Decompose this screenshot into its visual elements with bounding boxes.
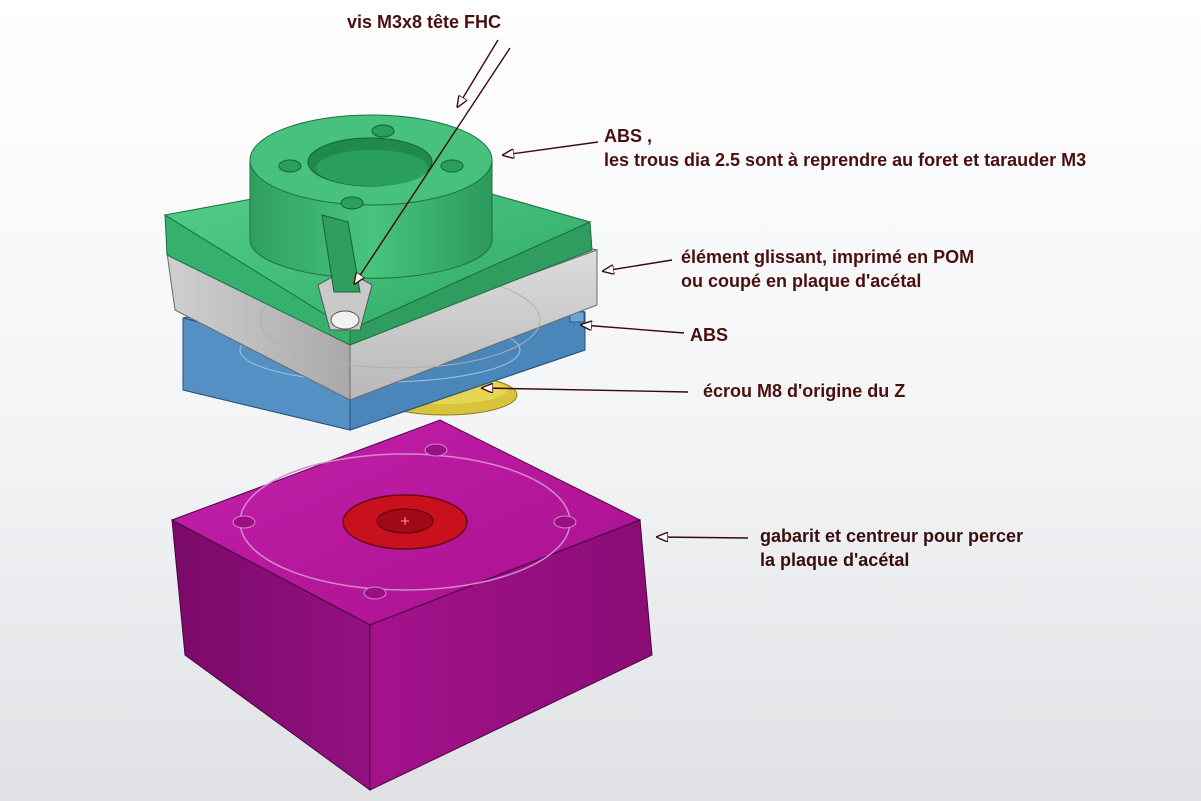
arrow-screw-b xyxy=(355,47,511,283)
label-jig-line2: la plaque d'acétal xyxy=(760,550,910,570)
arrow-screw-a xyxy=(458,39,499,106)
label-screw: vis M3x8 tête FHC xyxy=(347,12,502,32)
jig-center-boss xyxy=(342,494,468,550)
label-jig-line1: gabarit et centreur pour percer xyxy=(760,526,1024,546)
arrow-jig xyxy=(658,537,749,538)
arrow-slider xyxy=(604,259,673,271)
label-abs-top-title: ABS , xyxy=(604,126,653,146)
label-slider-line2: ou coupé en plaque d'acétal xyxy=(681,271,922,291)
label-nut: écrou M8 d'origine du Z xyxy=(703,381,906,401)
arrow-abs-top xyxy=(504,141,599,155)
callout-arrows xyxy=(355,39,749,538)
label-abs-bottom: ABS xyxy=(690,325,729,345)
label-slider-line1: élément glissant, imprimé en POM xyxy=(681,247,975,267)
drilling-jig xyxy=(170,419,653,791)
label-abs-top-note: les trous dia 2.5 sont à reprendre au fo… xyxy=(604,150,1087,170)
arrow-nut xyxy=(483,388,689,392)
upper-assembly xyxy=(163,114,599,431)
arrow-abs-bottom xyxy=(582,325,685,334)
